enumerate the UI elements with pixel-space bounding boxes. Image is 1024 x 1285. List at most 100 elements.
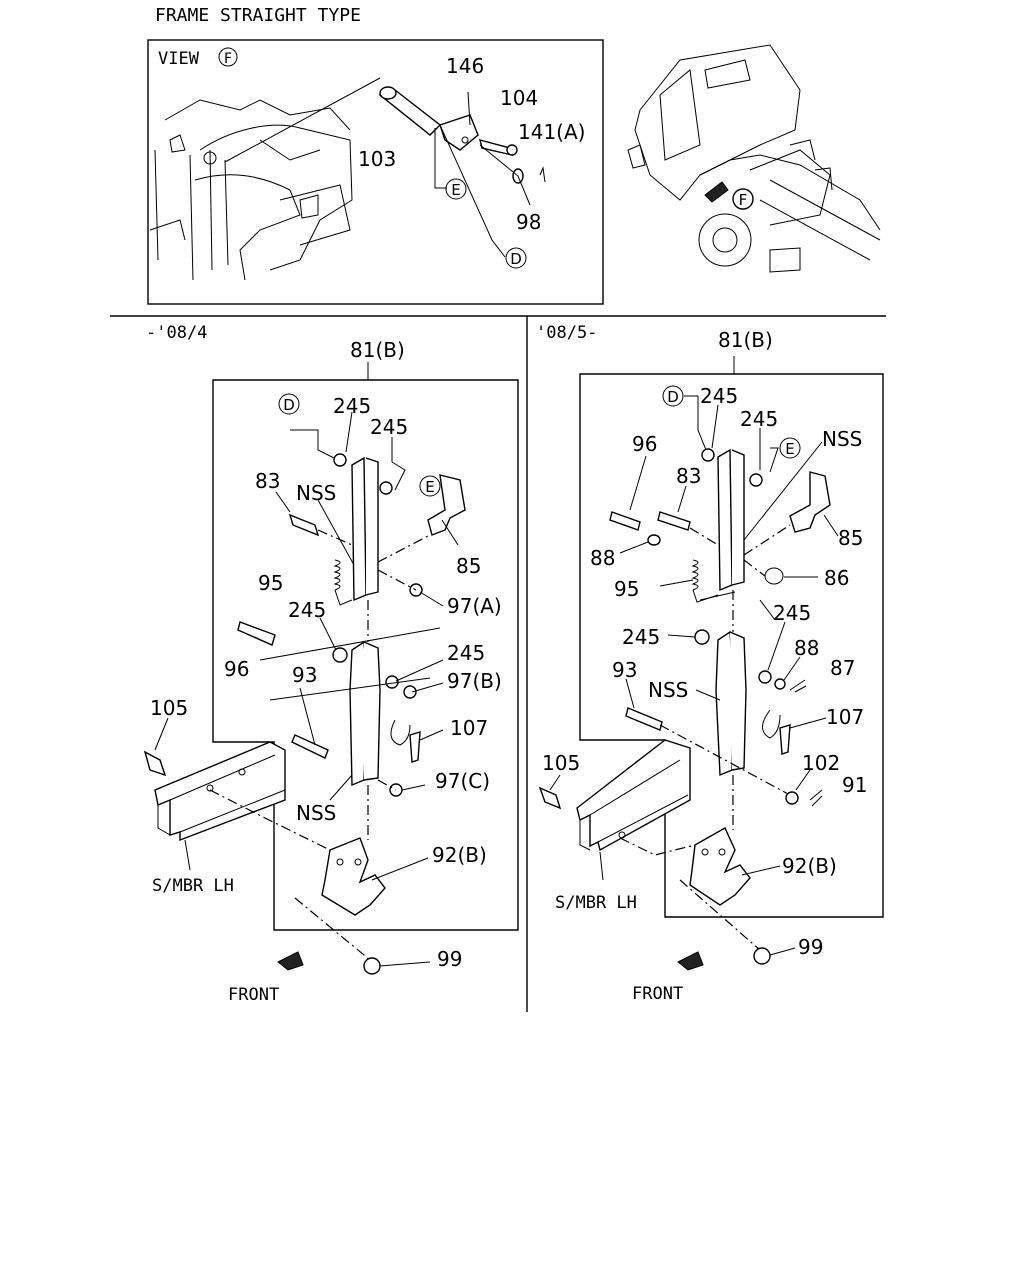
left-label-93: 93 xyxy=(292,663,317,687)
left-callout-d: D xyxy=(283,396,295,414)
left-bracket-85 xyxy=(427,474,466,536)
view-marker-circle xyxy=(218,47,238,67)
right-nut-99 xyxy=(753,947,771,965)
left-label-85: 85 xyxy=(456,554,481,578)
right-clip-107 xyxy=(779,724,791,755)
right-label-91: 91 xyxy=(842,773,867,797)
right-pin-91 xyxy=(809,789,823,807)
right-label-245b: 245 xyxy=(740,407,778,431)
pin-141a xyxy=(539,166,546,183)
left-pin-83 xyxy=(288,513,320,537)
right-bushing-245a xyxy=(701,448,715,462)
right-label-245c: 245 xyxy=(622,625,660,649)
right-label-105: 105 xyxy=(542,751,580,775)
left-front-arrow-icon xyxy=(277,951,304,971)
right-label-88a: 88 xyxy=(590,546,615,570)
right-side-member xyxy=(576,739,691,852)
left-callout-d-circle xyxy=(278,393,300,415)
left-label-97c: 97(C) xyxy=(435,769,490,793)
label-146: 146 xyxy=(446,54,484,78)
frame-sketch xyxy=(149,99,353,281)
right-label-245a: 245 xyxy=(700,384,738,408)
left-label-front: FRONT xyxy=(228,985,279,1005)
right-label-86: 86 xyxy=(824,566,849,590)
leader-view xyxy=(224,77,381,163)
right-label-front: FRONT xyxy=(632,984,683,1004)
label-104: 104 xyxy=(500,86,538,110)
right-label-88b: 88 xyxy=(794,636,819,660)
left-bushing-245a xyxy=(333,453,347,467)
left-label-95: 95 xyxy=(258,571,283,595)
left-label-245b: 245 xyxy=(370,415,408,439)
label-103: 103 xyxy=(358,147,396,171)
left-lower-arm xyxy=(349,640,381,787)
left-chain-107 xyxy=(390,719,411,746)
right-label-85: 85 xyxy=(838,526,863,550)
left-upper-arm xyxy=(351,456,379,602)
callout-e-circle xyxy=(445,178,467,200)
left-label-96: 96 xyxy=(224,657,249,681)
left-clip-107 xyxy=(409,731,421,763)
right-bracket-85 xyxy=(789,471,831,533)
right-bushing-245c xyxy=(694,629,710,645)
right-label-87: 87 xyxy=(830,656,855,680)
left-label-245a: 245 xyxy=(333,394,371,418)
left-bracket-92b xyxy=(321,837,386,916)
right-washer-88b xyxy=(774,678,786,690)
callout-d: D xyxy=(510,250,522,268)
right-label-81b: 81(B) xyxy=(718,328,773,352)
left-pin-93 xyxy=(291,734,329,759)
right-assembly-frame xyxy=(579,373,884,918)
left-callout-e: E xyxy=(425,478,434,496)
view-label: VIEW xyxy=(158,49,200,69)
left-pin-96 xyxy=(237,621,276,646)
right-chain-107 xyxy=(762,709,781,739)
right-bushing-245d xyxy=(758,670,772,684)
right-range: '08/5- xyxy=(536,323,597,343)
left-label-99: 99 xyxy=(437,947,462,971)
right-pin-96 xyxy=(609,511,641,531)
right-label-245d: 245 xyxy=(773,601,811,625)
right-ring-86 xyxy=(764,567,784,585)
pin-103 xyxy=(378,86,442,136)
label-98: 98 xyxy=(516,210,541,234)
callout-d-circle xyxy=(505,247,527,269)
right-label-102: 102 xyxy=(802,751,840,775)
right-callout-d-circle xyxy=(662,385,684,407)
left-label-83: 83 xyxy=(255,469,280,493)
right-label-83: 83 xyxy=(676,464,701,488)
callout-e: E xyxy=(451,181,460,199)
left-bushing-245c xyxy=(332,647,348,663)
left-bushing-245d xyxy=(385,675,399,689)
left-label-81b: 81(B) xyxy=(350,338,405,362)
left-label-nss2: NSS xyxy=(296,801,336,825)
left-bolt-105 xyxy=(143,750,167,777)
right-lower-arm xyxy=(715,630,747,777)
truck-marker-circle xyxy=(732,188,754,210)
view-marker: F xyxy=(224,51,232,67)
right-label-92b: 92(B) xyxy=(782,854,837,878)
left-label-245d: 245 xyxy=(447,641,485,665)
right-pin-93 xyxy=(625,707,663,731)
left-label-97b: 97(B) xyxy=(447,669,502,693)
left-assembly-frame xyxy=(212,379,519,931)
right-label-99: 99 xyxy=(798,935,823,959)
left-label-92b: 92(B) xyxy=(432,843,487,867)
label-141a: 141(A) xyxy=(518,120,585,144)
bracket-146 xyxy=(439,91,479,151)
truck-sketch xyxy=(627,44,881,273)
left-side-member xyxy=(154,741,286,842)
left-label-nss1: NSS xyxy=(296,481,336,505)
bolt-104 xyxy=(479,139,518,156)
right-bracket-92b xyxy=(689,827,751,906)
right-washer-102 xyxy=(785,791,799,805)
right-callout-d: D xyxy=(667,388,679,406)
right-label-nss1: NSS xyxy=(822,427,862,451)
right-label-smbr: S/MBR LH xyxy=(555,893,637,913)
view-arrow-icon xyxy=(704,181,729,203)
left-label-smbr: S/MBR LH xyxy=(152,876,234,896)
left-washer-97b xyxy=(403,685,417,699)
left-bushing-245b xyxy=(379,481,393,495)
